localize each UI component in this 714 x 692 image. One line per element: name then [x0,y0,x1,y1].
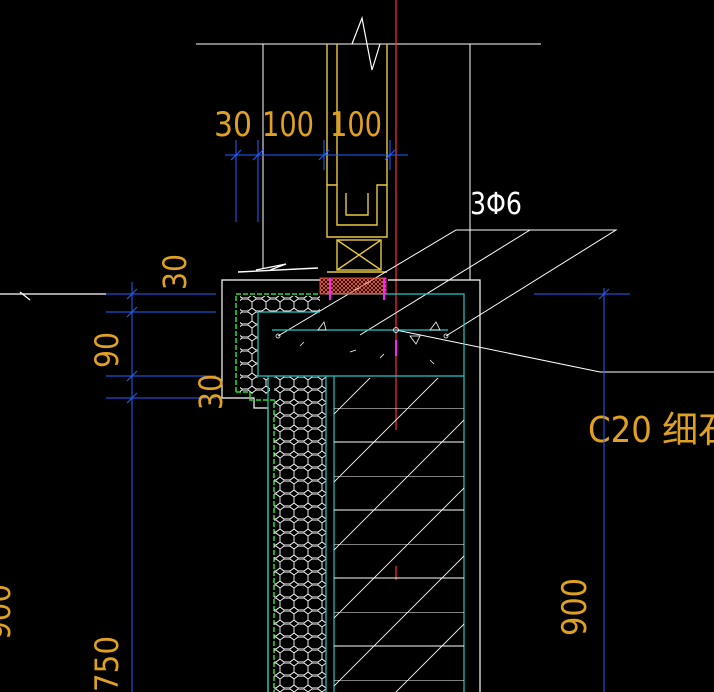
waterproof-layer [235,293,320,392]
dim-top-30: 30 [214,105,252,145]
insulation-column [274,376,326,692]
slope-arrow [237,263,319,273]
dim-top-100b: 100 [330,105,382,145]
dim-top-100a: 100 [262,105,314,145]
dim-right-900: 900 [555,578,595,636]
left-dimension-chain [106,282,216,692]
dim-left-750: 750 [88,636,126,692]
insulation-upper [240,296,320,394]
window-frame [326,44,388,273]
magenta-anchors [329,278,397,356]
top-dimension-chain [225,140,408,222]
dim-left-30-lower: 30 [192,374,230,410]
concrete-aggregate [275,321,449,365]
dim-left-edge-partial: 900 [0,584,18,640]
rebar-label: 3Φ6 [470,187,522,222]
sealant-strip [319,277,387,295]
dim-left-90: 90 [88,332,126,368]
dim-left-30-upper: 30 [156,254,194,290]
concrete-label: C20 细石混 [588,410,714,451]
right-dimension [534,288,630,692]
masonry-hatch [334,378,464,692]
break-symbol [351,15,381,71]
